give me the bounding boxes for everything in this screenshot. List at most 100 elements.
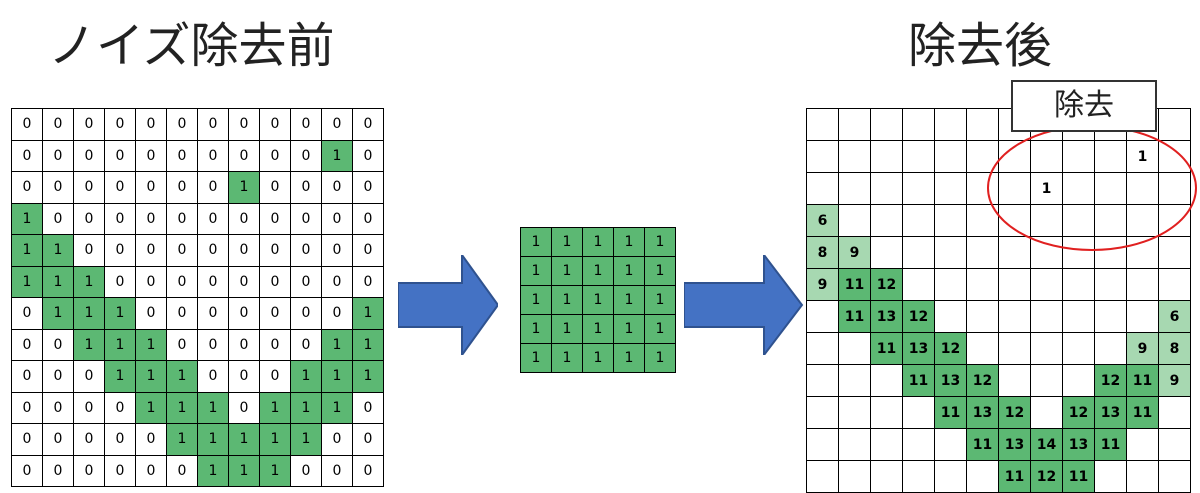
grid-cell: 1 [104, 297, 136, 330]
grid-cell: 12 [1062, 396, 1095, 429]
grid-cell: 0 [228, 139, 260, 172]
grid-cell: 0 [259, 108, 291, 141]
grid-cell: 1 [166, 360, 198, 393]
grid-cell [934, 300, 967, 333]
grid-cell: 1 [644, 314, 676, 344]
grid-cell: 0 [73, 454, 105, 487]
grid-cell: 0 [166, 297, 198, 330]
grid-cell: 0 [352, 234, 384, 267]
removal-callout-label: 除去 [1011, 80, 1157, 132]
grid-cell: 1 [551, 227, 583, 257]
grid-cell: 11 [1062, 460, 1095, 493]
grid-cell: 1 [42, 234, 74, 267]
grid-cell: 1 [613, 227, 645, 257]
grid-cell [838, 428, 871, 461]
grid-cell [934, 268, 967, 301]
grid-cell: 8 [1158, 332, 1191, 365]
grid-cell [966, 268, 999, 301]
grid-cell: 1 [321, 328, 353, 361]
grid-cell: 0 [321, 454, 353, 487]
grid-cell: 11 [870, 332, 903, 365]
grid-cell: 1 [582, 285, 614, 315]
grid-cell [870, 108, 903, 141]
grid-cell: 0 [228, 202, 260, 235]
grid-cell: 12 [934, 332, 967, 365]
grid-cell: 13 [870, 300, 903, 333]
grid-cell: 12 [1030, 460, 1063, 493]
grid-cell: 0 [321, 423, 353, 456]
grid-cell: 0 [228, 234, 260, 267]
grid-cell: 13 [998, 428, 1031, 461]
grid-cell: 0 [11, 139, 43, 172]
grid-cell [1094, 236, 1127, 269]
grid-cell: 0 [228, 360, 260, 393]
grid-cell: 0 [104, 391, 136, 424]
grid-cell: 0 [73, 423, 105, 456]
grid-cell: 0 [197, 265, 229, 298]
grid-cell: 1 [104, 328, 136, 361]
grid-cell: 0 [42, 391, 74, 424]
grid-cell: 0 [104, 234, 136, 267]
grid-cell: 0 [321, 108, 353, 141]
grid-cell: 0 [11, 108, 43, 141]
grid-cell: 0 [259, 234, 291, 267]
grid-cell: 1 [197, 454, 229, 487]
grid-cell: 0 [166, 171, 198, 204]
grid-cell [870, 172, 903, 205]
grid-cell: 1 [551, 343, 583, 373]
grid-row: 1 [806, 172, 1191, 205]
grid-cell [806, 172, 839, 205]
grid-cell [870, 364, 903, 397]
grid-cell: 1 [321, 139, 353, 172]
grid-row: 6 [806, 204, 1191, 237]
grid-cell: 1 [197, 391, 229, 424]
grid-cell: 0 [42, 108, 74, 141]
grid-cell [902, 268, 935, 301]
grid-cell: 0 [259, 328, 291, 361]
grid-cell [838, 204, 871, 237]
grid-cell: 1 [42, 265, 74, 298]
grid-cell: 1 [11, 202, 43, 235]
grid-cell: 0 [73, 360, 105, 393]
grid-cell: 0 [352, 423, 384, 456]
grid-cell: 0 [321, 234, 353, 267]
grid-cell: 9 [1158, 364, 1191, 397]
grid-cell [902, 172, 935, 205]
grid-cell: 1 [613, 343, 645, 373]
grid-cell: 0 [11, 360, 43, 393]
grid-cell: 0 [11, 454, 43, 487]
grid-cell [966, 332, 999, 365]
grid-cell [1030, 396, 1063, 429]
grid-cell [870, 396, 903, 429]
grid-cell: 0 [104, 171, 136, 204]
grid-cell: 11 [1094, 428, 1127, 461]
grid-cell: 1 [135, 360, 167, 393]
grid-cell: 0 [197, 297, 229, 330]
grid-cell: 1 [259, 391, 291, 424]
grid-cell: 0 [135, 423, 167, 456]
grid-cell [934, 140, 967, 173]
grid-cell [966, 108, 999, 141]
grid-cell [902, 140, 935, 173]
grid-cell: 1 [321, 360, 353, 393]
grid-cell: 0 [290, 328, 322, 361]
grid-cell: 0 [352, 139, 384, 172]
grid-cell: 1 [520, 256, 552, 286]
grid-cell [998, 268, 1031, 301]
grid-cell [806, 460, 839, 493]
grid-cell [870, 428, 903, 461]
grid-cell [806, 396, 839, 429]
grid-cell: 9 [806, 268, 839, 301]
